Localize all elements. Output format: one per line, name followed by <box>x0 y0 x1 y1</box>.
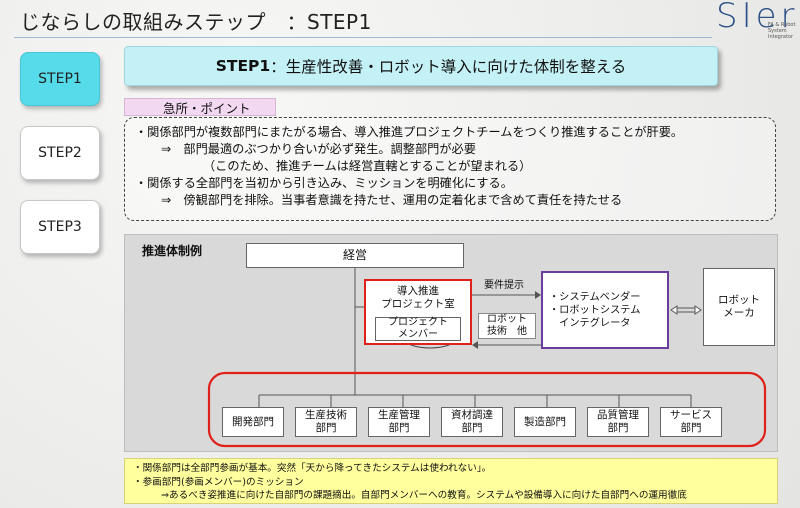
step3-button[interactable]: STEP3 <box>20 200 100 254</box>
dept-box: 生産管理 部門 <box>368 407 430 437</box>
point-line: ⇒ 部門最適のぶつかり合いが必ず発生。調整部門が必要 <box>161 142 476 156</box>
title-divider <box>14 37 712 38</box>
note-line: ⇒あるべき姿推進に向けた自部門の課題摘出。自部門メンバーへの教育。システムや設備… <box>161 490 687 501</box>
banner-step-label: STEP1 <box>215 57 271 75</box>
step-banner: STEP1：生産性改善・ロボット導入に向けた体制を整える <box>124 46 718 86</box>
point-line: ⇒ 傍観部門を排除。当事者意識を持たせ、運用の定着化まで含めて責任を持たせる <box>161 193 623 207</box>
page-title: じならしの取組みステップ ：STEP1 <box>20 10 372 34</box>
point-line: （このため、推進チームは経営直轄とすることが望まれる） <box>203 159 532 173</box>
project-member-box: プロジェクト メンバー <box>375 317 461 341</box>
robot-maker-box: ロボット メーカ <box>703 268 775 346</box>
banner-text: ：生産性改善・ロボット導入に向けた体制を整える <box>270 58 627 76</box>
note-line: ・参画部門(参画メンバー)のミッション <box>133 476 304 488</box>
dept-box: サービス 部門 <box>660 407 722 437</box>
logo-text: SIer <box>716 0 799 36</box>
header: じならしの取組みステップ ：STEP1 SIer FA & Robot Syst… <box>0 0 800 42</box>
notes-box: ・関係部門は全部門参画が基本。突然「天から降ってきたシステムは使われない」。 ・… <box>124 458 778 504</box>
step2-button[interactable]: STEP2 <box>20 126 100 180</box>
promo-office-label: 導入推進 プロジェクト室 <box>381 285 455 310</box>
management-box: 経営 <box>246 243 464 268</box>
point-tag: 急所・ポイント <box>124 98 276 116</box>
points-box: ・関係部門が複数部門にまたがる場合、導入推進プロジェクトチームをつくり推進するこ… <box>124 117 776 221</box>
dept-box: 製造部門 <box>514 407 576 437</box>
dept-box: 開発部門 <box>222 407 284 437</box>
requirement-label: 要件提示 <box>484 280 524 291</box>
point-line: ・関係部門が複数部門にまたがる場合、導入推進プロジェクトチームをつくり推進するこ… <box>135 125 684 139</box>
note-line: ・関係部門は全部門参画が基本。突然「天から降ってきたシステムは使われない」。 <box>133 463 492 474</box>
robot-tech-label: ロボット 技術 他 <box>478 313 536 339</box>
point-line: ・関係する全部門を当初から引き込み、ミッションを明確化にする。 <box>135 176 513 190</box>
sier-logo: SIer FA & Robot System Integrator <box>716 0 798 42</box>
org-connectors <box>207 268 767 448</box>
org-chart-panel: 推進体制例 経営 導入推進 プロジェクト室 プロジェクト メンバー <box>124 234 778 452</box>
logo-subtext: FA & Robot System Integrator <box>768 22 796 40</box>
dept-box: 生産技術 部門 <box>295 407 357 437</box>
vendor-box: ・システムベンダー ・ロボットシステム インテグレータ <box>541 271 669 349</box>
org-chart-title: 推進体制例 <box>142 244 203 258</box>
step1-button[interactable]: STEP1 <box>20 52 100 106</box>
dept-box: 品質管理 部門 <box>587 407 649 437</box>
dept-box: 資材調達 部門 <box>441 407 503 437</box>
